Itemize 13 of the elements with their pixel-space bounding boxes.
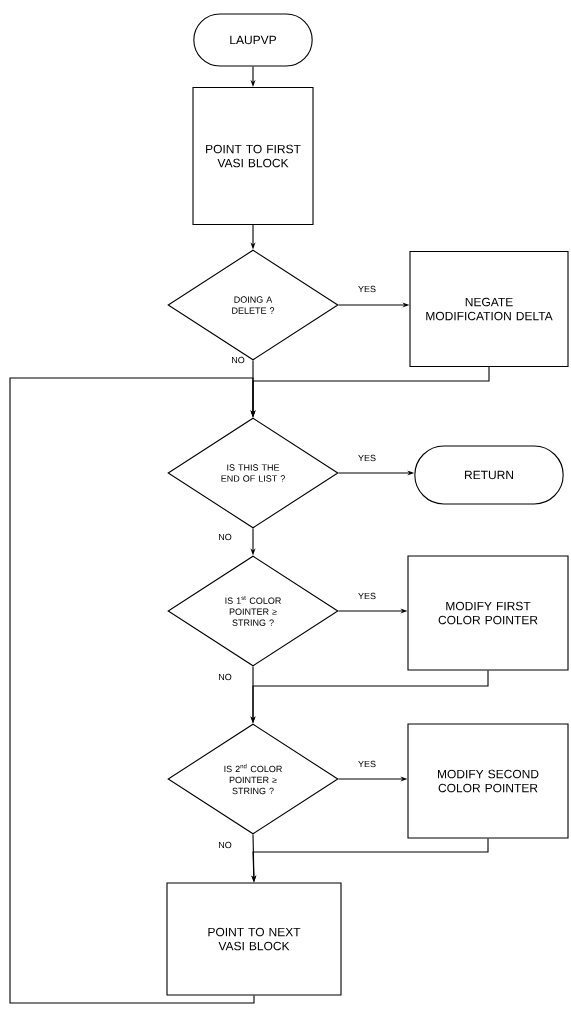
process-box: POINT TO NEXT VASI BLOCK	[166, 882, 342, 996]
edge-label: NO	[217, 840, 233, 850]
process-box: MODIFY SECOND COLOR POINTER	[407, 723, 569, 839]
process-box: POINT TO FIRST VASI BLOCK	[192, 86, 314, 226]
edge-label: YES	[357, 759, 377, 769]
process-box: NEGATE MODIFICATION DELTA	[409, 250, 569, 368]
arrow	[9, 377, 256, 1004]
edge-label: YES	[357, 591, 377, 601]
process-box: MODIFY FIRST COLOR POINTER	[407, 555, 569, 671]
edge-label: YES	[357, 453, 377, 463]
edge-label: NO	[217, 672, 233, 682]
edge-label: YES	[357, 284, 377, 294]
edge-label: NO	[217, 532, 233, 542]
